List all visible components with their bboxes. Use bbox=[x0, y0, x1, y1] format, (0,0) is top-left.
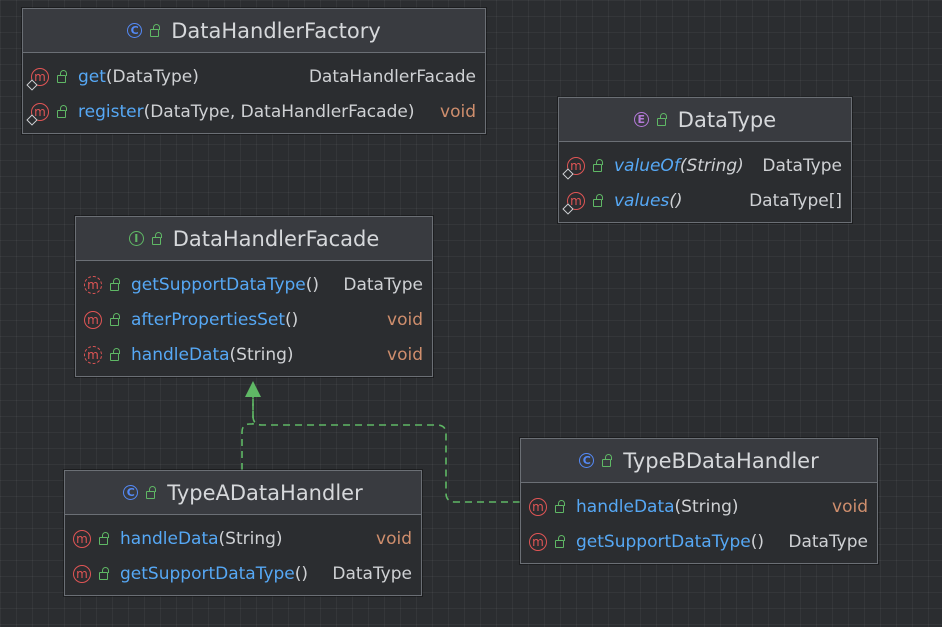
class-typebdatahandler[interactable]: C TypeBDataHandler m handleData (String)… bbox=[520, 438, 878, 564]
method-name: handleData bbox=[120, 528, 219, 549]
method-name: handleData bbox=[131, 344, 230, 365]
method-row[interactable]: m getSupportDataType () DataType bbox=[65, 556, 421, 591]
method-params: (String) bbox=[229, 344, 294, 365]
public-icon bbox=[57, 69, 67, 83]
class-name: DataHandlerFacade bbox=[172, 226, 380, 251]
public-icon bbox=[151, 231, 162, 245]
method-name: values bbox=[614, 190, 670, 211]
class-icon: C bbox=[123, 485, 139, 500]
abstract-method-icon: m bbox=[84, 345, 102, 364]
class-icon: C bbox=[127, 23, 143, 38]
public-icon bbox=[99, 566, 109, 580]
public-icon bbox=[150, 23, 161, 37]
public-icon bbox=[656, 112, 667, 126]
method-params: () bbox=[305, 274, 320, 295]
public-icon bbox=[593, 193, 603, 207]
return-type: void bbox=[376, 528, 412, 549]
interface-icon: I bbox=[128, 231, 144, 246]
class-name: TypeBDataHandler bbox=[623, 448, 819, 473]
method-name: get bbox=[78, 66, 106, 87]
public-icon bbox=[57, 104, 67, 118]
method-row[interactable]: m handleData (String) void bbox=[76, 337, 432, 372]
return-type: DataType bbox=[788, 531, 868, 552]
class-icon: C bbox=[579, 453, 595, 468]
static-method-icon: m bbox=[31, 102, 49, 121]
method-row[interactable]: m handleData (String) void bbox=[65, 521, 421, 556]
return-type: DataType bbox=[762, 155, 842, 176]
public-icon bbox=[593, 158, 603, 172]
method-icon: m bbox=[529, 532, 547, 551]
realization-arrowhead bbox=[245, 381, 261, 397]
class-header[interactable]: C TypeBDataHandler bbox=[521, 439, 877, 483]
method-row[interactable]: m afterPropertiesSet () void bbox=[76, 302, 432, 337]
enum-icon: E bbox=[633, 112, 649, 127]
return-type: DataType[] bbox=[749, 190, 842, 211]
return-type: DataHandlerFacade bbox=[308, 66, 476, 87]
static-method-icon: m bbox=[31, 67, 49, 86]
method-name: register bbox=[78, 101, 144, 122]
method-row[interactable]: m get (DataType) DataHandlerFacade bbox=[23, 59, 485, 94]
method-icon: m bbox=[73, 564, 91, 583]
method-row[interactable]: m values () DataType[] bbox=[559, 183, 851, 218]
method-params: (DataType) bbox=[105, 66, 199, 87]
public-icon bbox=[602, 453, 613, 467]
typeA-realization-line bbox=[241, 396, 254, 470]
class-name: TypeADataHandler bbox=[167, 480, 363, 505]
interface-datahandlerfacade[interactable]: I DataHandlerFacade m getSupportDataType… bbox=[75, 216, 433, 377]
class-typeadatahandler[interactable]: C TypeADataHandler m handleData (String)… bbox=[64, 470, 422, 596]
return-type: void bbox=[387, 309, 423, 330]
method-params: () bbox=[669, 190, 683, 211]
method-name: afterPropertiesSet bbox=[131, 309, 286, 330]
method-row[interactable]: m getSupportDataType () DataType bbox=[521, 524, 877, 559]
method-icon: m bbox=[73, 529, 91, 548]
public-icon bbox=[555, 499, 565, 513]
static-method-icon: m bbox=[567, 191, 585, 210]
method-params: () bbox=[294, 563, 309, 584]
public-icon bbox=[146, 485, 157, 499]
method-icon: m bbox=[529, 497, 547, 516]
class-header[interactable]: C DataHandlerFactory bbox=[23, 9, 485, 53]
method-params: (String) bbox=[674, 496, 739, 517]
method-params: (String) bbox=[218, 528, 283, 549]
return-type: void bbox=[387, 344, 423, 365]
method-params: (DataType, DataHandlerFacade) bbox=[143, 101, 415, 122]
public-icon bbox=[99, 531, 109, 545]
method-icon: m bbox=[84, 310, 102, 329]
method-row[interactable]: m register (DataType, DataHandlerFacade)… bbox=[23, 94, 485, 129]
class-name: DataHandlerFactory bbox=[171, 18, 381, 43]
enum-datatype[interactable]: E DataType m valueOf (String) DataType m… bbox=[558, 97, 852, 223]
method-params: () bbox=[285, 309, 299, 330]
method-params: (String) bbox=[679, 155, 744, 176]
return-type: DataType bbox=[343, 274, 423, 295]
return-type: void bbox=[440, 101, 476, 122]
method-row[interactable]: m getSupportDataType () DataType bbox=[76, 267, 432, 302]
return-type: void bbox=[832, 496, 868, 517]
class-datahandlerfactory[interactable]: C DataHandlerFactory m get (DataType) Da… bbox=[22, 8, 486, 134]
method-row[interactable]: m handleData (String) void bbox=[521, 489, 877, 524]
method-name: handleData bbox=[576, 496, 675, 517]
abstract-method-icon: m bbox=[84, 275, 102, 294]
class-header[interactable]: I DataHandlerFacade bbox=[76, 217, 432, 261]
public-icon bbox=[110, 347, 120, 361]
class-name: DataType bbox=[677, 107, 777, 132]
typeB-realization-line bbox=[252, 396, 520, 503]
class-header[interactable]: C TypeADataHandler bbox=[65, 471, 421, 515]
method-name: getSupportDataType bbox=[576, 531, 751, 552]
public-icon bbox=[110, 312, 120, 326]
class-header[interactable]: E DataType bbox=[559, 98, 851, 142]
method-name: getSupportDataType bbox=[131, 274, 306, 295]
method-name: valueOf bbox=[614, 155, 680, 176]
method-row[interactable]: m valueOf (String) DataType bbox=[559, 148, 851, 183]
static-method-icon: m bbox=[567, 156, 585, 175]
public-icon bbox=[555, 534, 565, 548]
return-type: DataType bbox=[332, 563, 412, 584]
method-params: () bbox=[750, 531, 765, 552]
method-name: getSupportDataType bbox=[120, 563, 295, 584]
public-icon bbox=[110, 277, 120, 291]
